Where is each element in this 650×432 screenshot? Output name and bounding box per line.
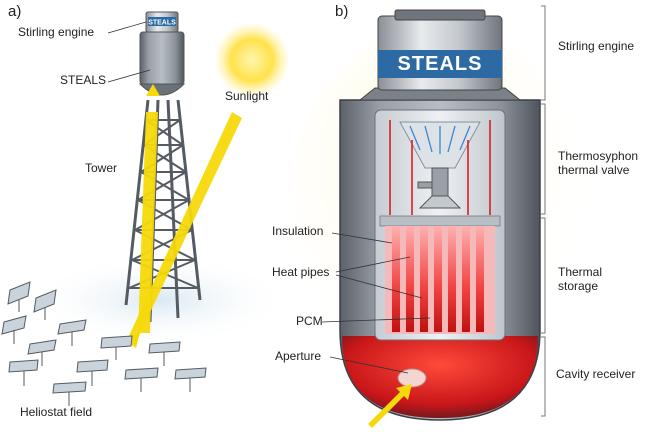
label-tower: Tower (85, 161, 118, 175)
heliostat (174, 367, 207, 392)
label-pcm: PCM (296, 314, 323, 328)
heliostat (148, 341, 181, 366)
section-thermal-storage: Thermal storage (558, 265, 603, 293)
heliostat-field (1, 281, 207, 406)
section-cavity-receiver: Cavity receiver (556, 367, 636, 381)
label-heat-pipes: Heat pipes (272, 265, 330, 279)
section-stirling-engine: Stirling engine (558, 39, 635, 53)
panel-a-label: a) (8, 3, 21, 20)
label-heliostat-field: Heliostat field (20, 405, 93, 419)
ground-glow (30, 255, 290, 345)
heliostat (27, 339, 57, 366)
incoming-sunlight-arrow (368, 384, 412, 428)
cavity-receiver (342, 336, 538, 418)
label-stirling-engine-a: Stirling engine (18, 25, 95, 39)
steals-unit (339, 9, 541, 421)
heat-pipe-bundle (385, 226, 495, 334)
small-steals-plate: STEALS (148, 20, 176, 27)
section-thermosyphon: Thermosyphon thermal valve (558, 149, 639, 177)
heliostat (1, 315, 27, 344)
tower-receiver (138, 11, 186, 96)
heliostat (52, 381, 87, 406)
heliostat (100, 335, 133, 360)
sun-icon (214, 22, 290, 98)
label-insulation: Insulation (272, 224, 324, 238)
heliostat (8, 359, 39, 386)
heliostat (33, 289, 57, 320)
label-sunlight: Sunlight (225, 89, 269, 103)
sunlight-beams (124, 84, 242, 348)
thermal-valve (417, 167, 462, 209)
label-aperture: Aperture (275, 349, 322, 363)
heliostat (57, 319, 87, 346)
engine-cap (394, 9, 486, 21)
engine-flange (358, 87, 522, 101)
panel-a-leaders (107, 21, 151, 83)
vapor-flow-arrows (409, 125, 471, 154)
return-pipes (389, 120, 491, 215)
big-plate (378, 50, 502, 78)
label-steals-a: STEALS (60, 73, 107, 87)
storage-lid (379, 215, 501, 227)
heliostat (124, 367, 159, 392)
section-brackets (541, 5, 546, 417)
heliostat (76, 359, 109, 386)
big-steals-plate: STEALS (398, 53, 483, 75)
aperture-opening (397, 368, 427, 388)
heliostat (7, 281, 31, 312)
panel-b-leaders (321, 232, 431, 374)
panel-b-label: b) (335, 3, 348, 20)
